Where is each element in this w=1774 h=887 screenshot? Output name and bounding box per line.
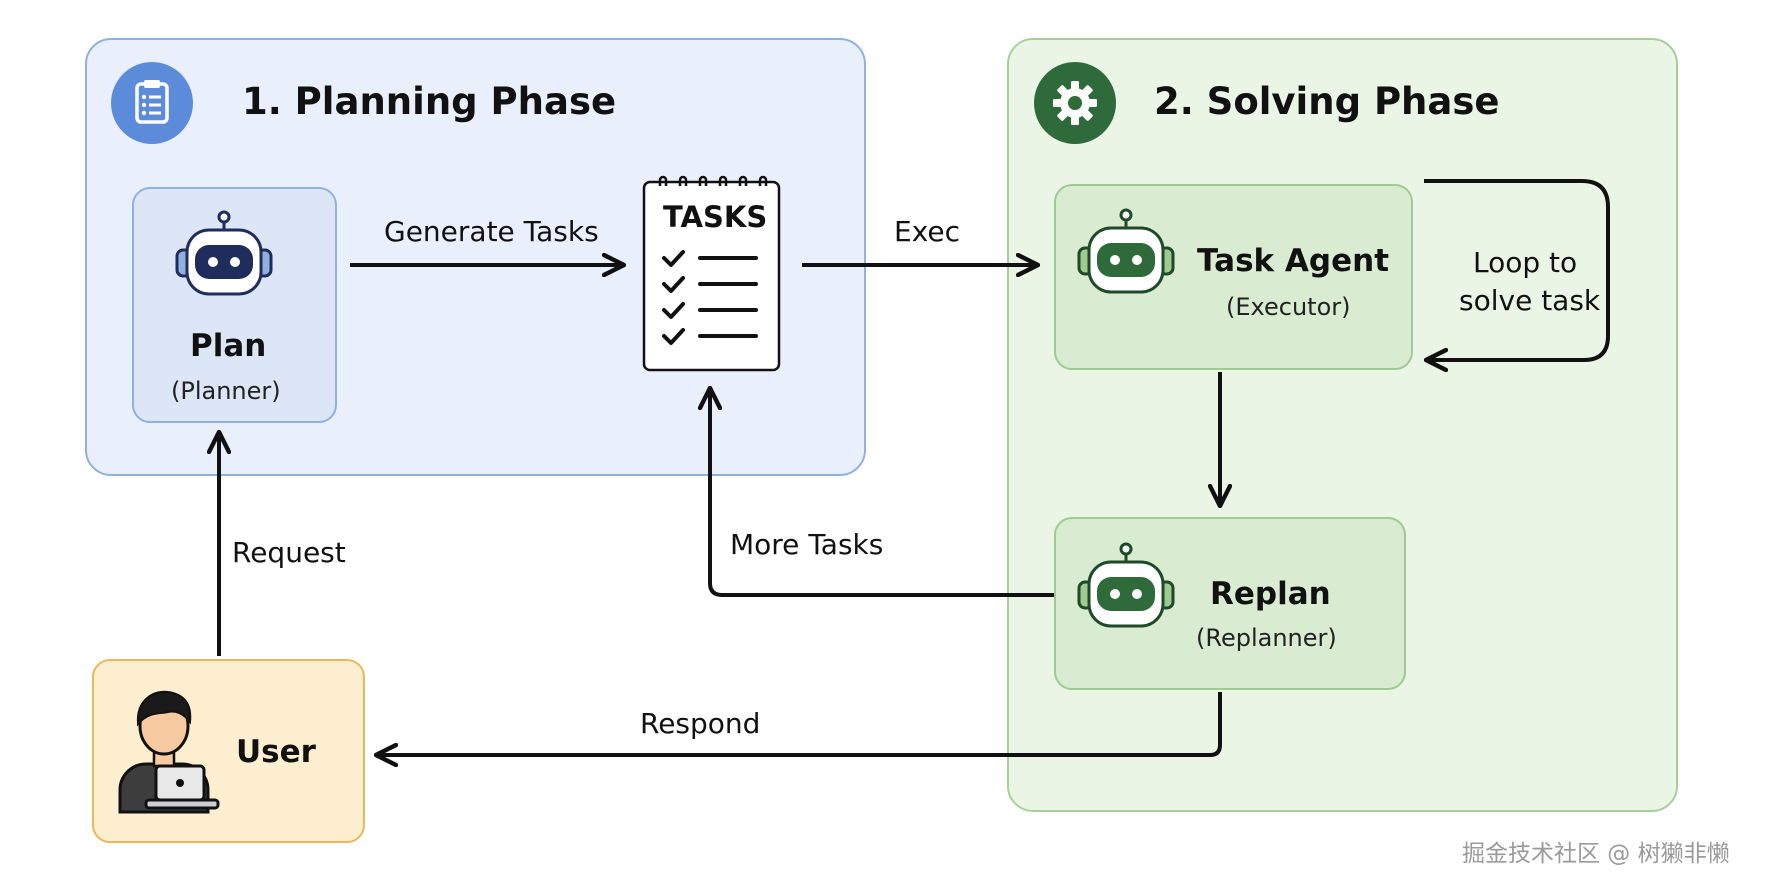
watermark: 掘金技术社区 @ 树獭非懒	[1462, 841, 1730, 867]
loop-label-line1: Loop to	[1473, 246, 1578, 279]
plan-subtitle: (Planner)	[171, 377, 281, 405]
task-agent-subtitle: (Executor)	[1226, 293, 1351, 321]
gear-icon	[1034, 62, 1116, 144]
planning-phase-title: 1. Planning Phase	[242, 80, 617, 123]
robot-icon	[1075, 208, 1177, 304]
loop-label-line2: solve task	[1459, 284, 1601, 317]
plan-title: Plan	[190, 328, 267, 364]
respond-arrow	[378, 692, 1222, 755]
exec-label: Exec	[894, 215, 961, 248]
clipboard-icon	[111, 62, 193, 144]
more-tasks-arrow	[710, 390, 1054, 597]
generate-tasks-label: Generate Tasks	[384, 215, 599, 248]
loop-arrow	[1424, 179, 1610, 360]
replan-subtitle: (Replanner)	[1196, 624, 1337, 652]
person-laptop-icon	[110, 684, 220, 818]
user-title: User	[236, 734, 316, 770]
replan-title: Replan	[1210, 576, 1331, 612]
solving-phase-title: 2. Solving Phase	[1154, 80, 1500, 123]
tasks-title: TASKS	[663, 200, 768, 234]
more-tasks-label: More Tasks	[730, 528, 884, 561]
respond-label: Respond	[640, 707, 761, 740]
checklist-icon	[642, 174, 782, 376]
robot-icon	[1075, 542, 1177, 638]
robot-icon	[173, 210, 275, 306]
request-label: Request	[232, 536, 346, 569]
plan-node	[132, 187, 337, 423]
task-agent-title: Task Agent	[1197, 243, 1390, 279]
